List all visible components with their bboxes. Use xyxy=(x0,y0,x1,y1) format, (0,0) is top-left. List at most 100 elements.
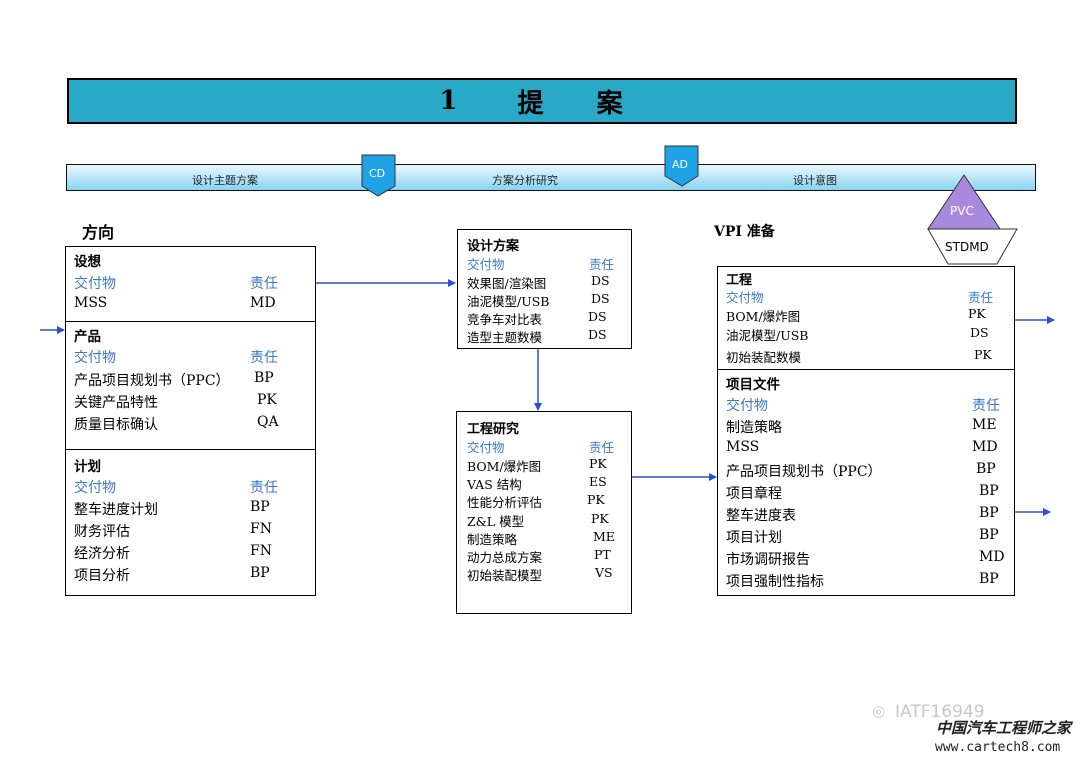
row-item: 动力总成方案 xyxy=(467,550,543,565)
col-deliverable: 交付物 xyxy=(467,440,505,455)
left-box: 设想 交付物 责任 MSS MD 产品 交付物 责任 产品项目规划书（PPC） … xyxy=(65,246,316,596)
phase-bar: 设计主题方案 方案分析研究 设计意图 xyxy=(66,164,1036,191)
stdmd-label: STDMD xyxy=(945,240,989,254)
section-plan: 计划 交付物 责任 整车进度计划 BP 财务评估 FN 经济分析 FN 项目分析… xyxy=(66,449,315,596)
title-text: 提 案 xyxy=(517,88,645,119)
phase-segment-1: 设计主题方案 xyxy=(192,174,258,187)
watermark-url: www.cartech8.com xyxy=(935,740,1061,755)
row-item: BOM/爆炸图 xyxy=(726,309,801,324)
col-owner: 责任 xyxy=(250,276,278,292)
row-owner: BP xyxy=(254,370,274,386)
col-deliverable: 交付物 xyxy=(726,398,768,414)
row-owner: PK xyxy=(587,492,605,507)
title-number: 1 xyxy=(439,86,458,116)
wechat-icon: ◎ xyxy=(872,702,886,720)
box-title: 设计方案 xyxy=(467,239,520,254)
row-item: 产品项目规划书（PPC） xyxy=(726,464,882,480)
col-owner: 责任 xyxy=(250,480,278,496)
title-banner: 1 提 案 xyxy=(67,78,1017,124)
row-owner: ME xyxy=(972,417,997,433)
row-item: 油泥模型/USB xyxy=(726,328,809,343)
row-item: 项目强制性指标 xyxy=(726,574,824,590)
row-owner: MD xyxy=(250,295,276,311)
row-owner: VS xyxy=(595,565,613,580)
row-owner: BP xyxy=(250,565,270,581)
row-item: 产品项目规划书（PPC） xyxy=(74,373,230,389)
row-owner: PK xyxy=(591,511,609,526)
row-item: MSS xyxy=(74,295,108,311)
watermark-site-name: 中国汽车工程师之家 xyxy=(936,719,1072,737)
row-item: 初始装配数模 xyxy=(726,350,802,365)
row-owner: ME xyxy=(593,529,615,544)
row-item: 项目章程 xyxy=(726,486,782,502)
col-owner: 责任 xyxy=(968,290,994,305)
row-owner: DS xyxy=(970,325,989,340)
row-owner: PK xyxy=(589,456,607,471)
row-owner: PK xyxy=(257,392,277,408)
col-deliverable: 交付物 xyxy=(74,350,116,366)
row-owner: DS xyxy=(591,291,610,306)
row-owner: MD xyxy=(972,439,998,455)
row-owner: BP xyxy=(979,571,999,587)
row-owner: BP xyxy=(976,461,996,477)
row-owner: BP xyxy=(979,483,999,499)
row-item: 性能分析评估 xyxy=(467,495,543,510)
row-item: 初始装配模型 xyxy=(467,568,543,583)
row-item: 市场调研报告 xyxy=(726,552,810,568)
heading-vpi-prep: VPI 准备 xyxy=(714,224,775,240)
row-owner: FN xyxy=(250,521,272,537)
section-title: 工程 xyxy=(726,273,753,288)
gate-ad-label: AD xyxy=(672,158,688,171)
stdmd-trapezoid xyxy=(927,228,1018,265)
row-owner: BP xyxy=(979,505,999,521)
col-owner: 责任 xyxy=(250,350,278,366)
design-proposal-box: 设计方案 交付物 责任 效果图/渲染图 DS 油泥模型/USB DS 竞争车对比… xyxy=(457,229,632,349)
row-item: 财务评估 xyxy=(74,524,130,540)
row-owner: DS xyxy=(588,327,607,342)
col-deliverable: 交付物 xyxy=(74,480,116,496)
row-owner: ES xyxy=(589,474,607,489)
col-deliverable: 交付物 xyxy=(74,276,116,292)
right-box: 工程 交付物 责任 BOM/爆炸图 PK 油泥模型/USB DS 初始装配数模 … xyxy=(717,266,1015,596)
row-owner: PT xyxy=(594,547,611,562)
row-item: 效果图/渲染图 xyxy=(467,276,547,291)
col-owner: 责任 xyxy=(589,257,615,272)
row-item: 造型主题数模 xyxy=(467,330,543,345)
row-owner: BP xyxy=(250,499,270,515)
row-owner: BP xyxy=(979,527,999,543)
row-item: 质量目标确认 xyxy=(74,417,158,433)
row-owner: PK xyxy=(968,306,986,321)
heading-direction: 方向 xyxy=(82,223,115,242)
row-item: 项目分析 xyxy=(74,568,130,584)
row-owner: PK xyxy=(974,347,992,362)
row-owner: FN xyxy=(250,543,272,559)
section-project-documents: 项目文件 交付物 责任 制造策略 ME MSS MD 产品项目规划书（PPC） … xyxy=(718,369,1014,596)
row-item: 制造策略 xyxy=(726,420,782,436)
row-owner: DS xyxy=(588,309,607,324)
col-owner: 责任 xyxy=(972,398,1000,414)
row-owner: DS xyxy=(591,273,610,288)
pvc-triangle xyxy=(927,174,1001,230)
section-title: 设想 xyxy=(74,254,101,270)
row-item: 竞争车对比表 xyxy=(467,312,543,327)
gate-ad-shape xyxy=(664,145,699,187)
row-item: 经济分析 xyxy=(74,546,130,562)
row-item: 项目计划 xyxy=(726,530,782,546)
col-deliverable: 交付物 xyxy=(467,257,505,272)
section-product: 产品 交付物 责任 产品项目规划书（PPC） BP 关键产品特性 PK 质量目标… xyxy=(66,321,315,449)
row-item: 整车进度计划 xyxy=(74,502,158,518)
row-item: 整车进度表 xyxy=(726,508,796,524)
row-owner: QA xyxy=(257,414,279,430)
pvc-label: PVC xyxy=(950,204,974,218)
row-item: 制造策略 xyxy=(467,532,518,547)
section-title: 计划 xyxy=(74,459,101,475)
phase-segment-2: 方案分析研究 xyxy=(492,174,558,187)
box-title: 工程研究 xyxy=(467,422,520,437)
row-item: Z&L 模型 xyxy=(467,514,525,529)
row-owner: MD xyxy=(979,549,1005,565)
gate-cd-label: CD xyxy=(369,167,386,180)
engineering-study-box: 工程研究 交付物 责任 BOM/爆炸图 PK VAS 结构 ES 性能分析评估 … xyxy=(456,411,632,614)
col-deliverable: 交付物 xyxy=(726,290,764,305)
row-item: VAS 结构 xyxy=(467,477,522,492)
row-item: 油泥模型/USB xyxy=(467,294,550,309)
